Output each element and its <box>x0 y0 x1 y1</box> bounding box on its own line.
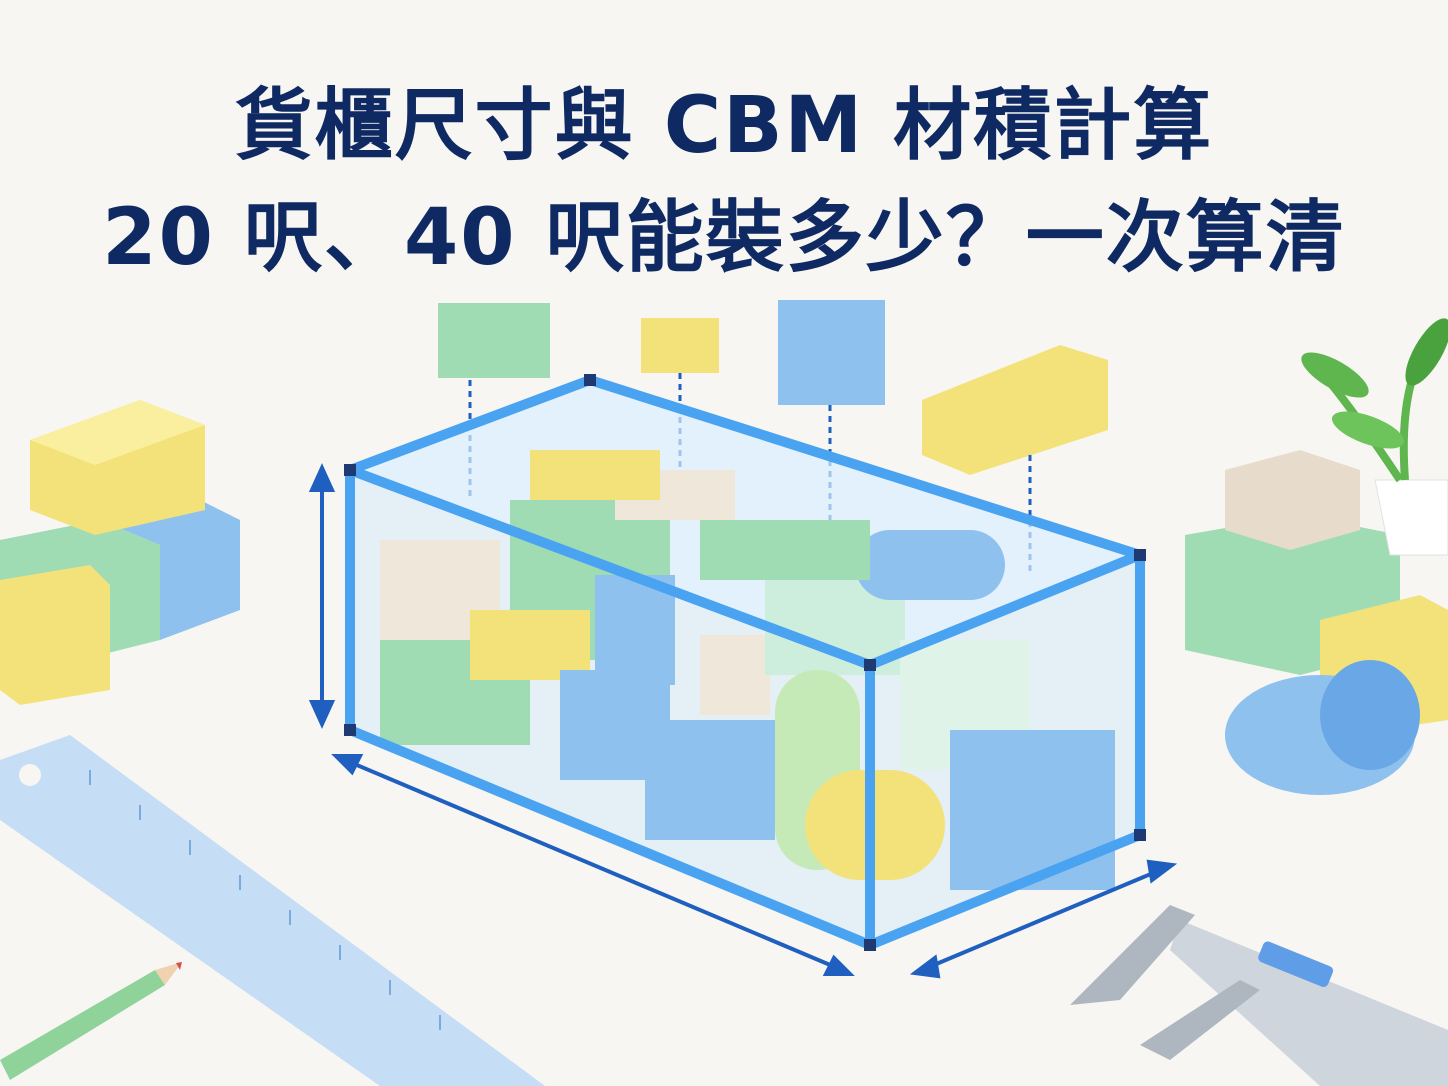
title-line-1: 貨櫃尺寸與 CBM 材積計算 <box>234 81 1214 171</box>
right-box-stack <box>1185 450 1448 795</box>
dimension-arrow-icon <box>308 463 1178 979</box>
title-line-2: 20 呎、40 呎能裝多少？一次算清 <box>102 193 1346 283</box>
pencil-icon <box>0 962 182 1080</box>
ruler-icon <box>0 735 545 1086</box>
potted-plant-icon <box>1301 318 1448 556</box>
page-title: 貨櫃尺寸與 CBM 材積計算 20 呎、40 呎能裝多少？一次算清 <box>0 70 1448 294</box>
caliper-icon <box>1070 905 1448 1086</box>
shipping-container-illustration <box>344 374 1146 951</box>
left-box-stack <box>0 400 240 705</box>
